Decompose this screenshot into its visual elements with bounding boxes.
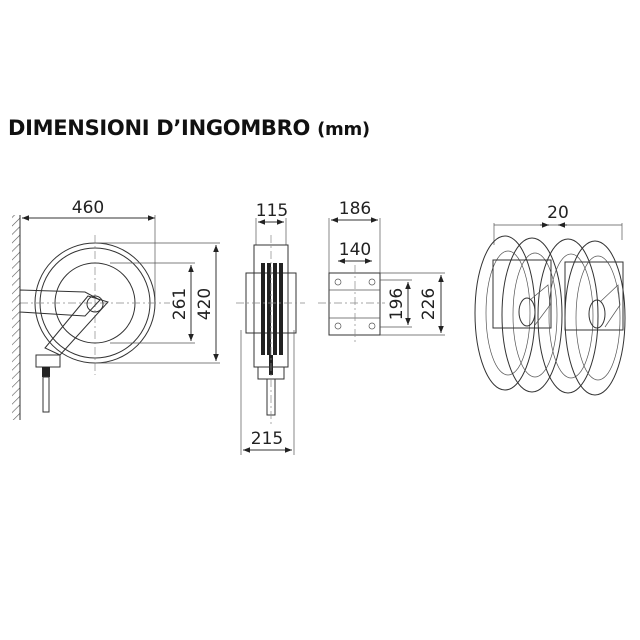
dim-460-label: 460 [72,198,104,218]
title-text: DIMENSIONI D’INGOMBRO [8,116,311,140]
dim-186-label: 186 [339,199,371,219]
dim-20-label: 20 [547,203,569,223]
title-unit: (mm) [317,119,370,140]
dim-140-label: 140 [339,240,371,260]
dim-196-label: 196 [387,288,407,320]
dim-226-label: 226 [419,288,439,320]
dim-261-label: 261 [170,288,190,320]
dim-420-label: 420 [195,288,215,320]
front-view: 115 215 [236,201,305,455]
page-title: DIMENSIONI D’INGOMBRO (mm) [8,116,370,140]
dim-215-label: 215 [251,429,283,449]
dim-115-label: 115 [256,201,288,221]
bracket-view: 186 140 196 226 [318,199,445,343]
wall-hatch [12,215,20,420]
side-view: 460 261 420 [12,198,220,420]
multi-reel-view: 20 [474,203,626,396]
